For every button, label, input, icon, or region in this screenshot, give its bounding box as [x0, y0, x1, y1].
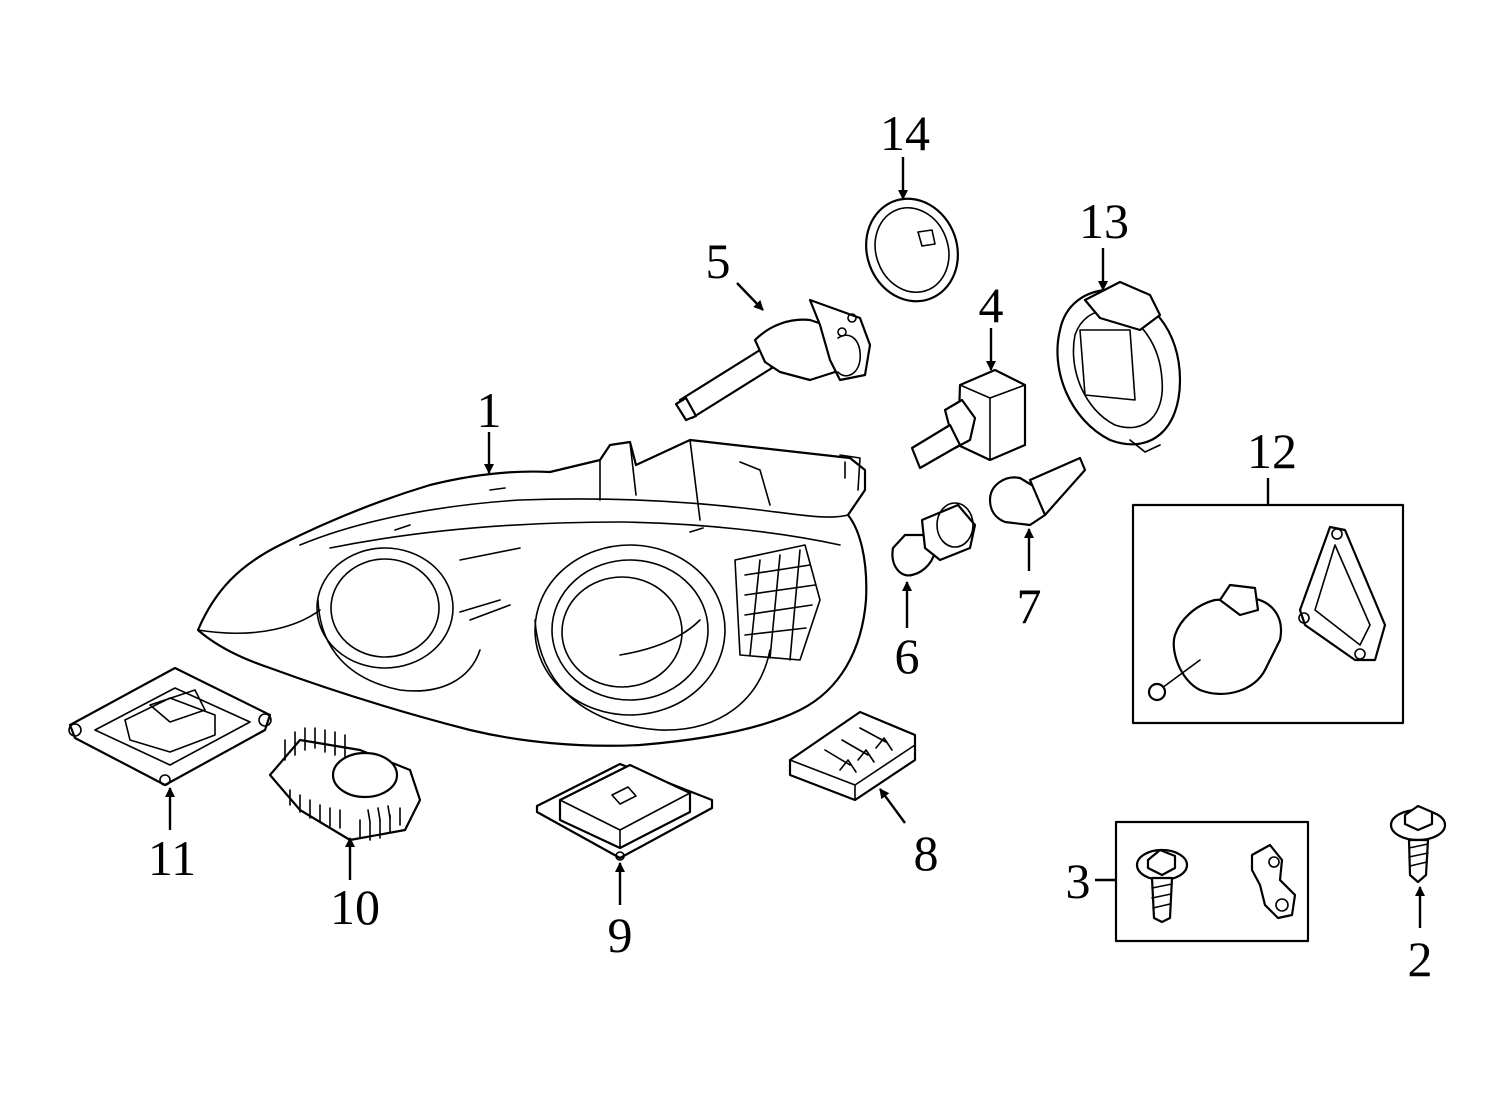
bulb-adapter[interactable] — [1056, 280, 1182, 453]
callout-2: 2 — [1408, 931, 1433, 987]
bulb-with-connector[interactable] — [674, 298, 872, 422]
callout-3: 3 — [1066, 853, 1091, 909]
callout-1: 1 — [477, 382, 502, 438]
callout-7: 7 — [1017, 578, 1042, 634]
control-unit[interactable] — [68, 666, 272, 787]
callout-14: 14 — [880, 105, 930, 161]
callout-10: 10 — [330, 879, 380, 935]
callout-13: 13 — [1079, 193, 1129, 249]
xenon-bulb[interactable] — [910, 368, 1027, 470]
callout-numbers: 1 2 3 4 5 6 7 8 9 10 11 12 13 14 — [148, 105, 1433, 987]
screw[interactable] — [1389, 804, 1447, 884]
callout-9: 9 — [608, 907, 633, 963]
callout-5: 5 — [706, 233, 731, 289]
leader-lines — [165, 157, 1425, 928]
callout-6: 6 — [895, 628, 920, 684]
callout-8: 8 — [914, 825, 939, 881]
small-bulb[interactable] — [891, 502, 977, 577]
headlamp-assembly[interactable] — [196, 438, 868, 747]
ballast[interactable] — [535, 762, 714, 861]
callout-12: 12 — [1247, 423, 1297, 479]
driver-module[interactable] — [788, 710, 917, 802]
headlamp-housing — [196, 438, 868, 747]
retaining-ring[interactable] — [852, 186, 972, 315]
heat-sink-module[interactable] — [268, 727, 422, 842]
leveling-motor-kit[interactable] — [1131, 503, 1405, 725]
callout-11: 11 — [148, 830, 196, 886]
callout-4: 4 — [979, 277, 1004, 333]
bolt-and-bracket-kit[interactable] — [1114, 820, 1310, 943]
wedge-bulb[interactable] — [988, 456, 1087, 527]
